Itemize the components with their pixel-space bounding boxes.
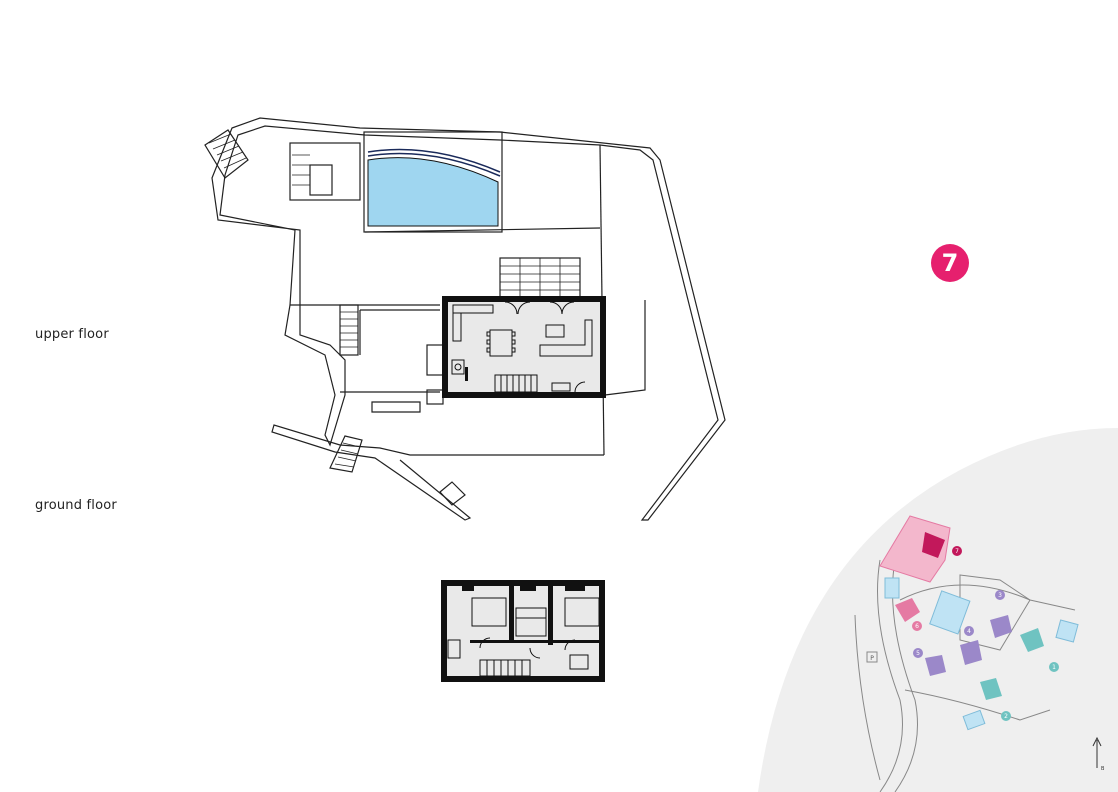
parking-symbol: P	[870, 655, 874, 662]
svg-text:7: 7	[955, 548, 959, 555]
pool-terrace	[363, 131, 503, 233]
svg-text:5: 5	[916, 650, 920, 657]
svg-text:6: 6	[915, 623, 919, 630]
villa-marker-1: 1	[1049, 662, 1059, 672]
villa-7-roof	[922, 532, 945, 558]
villa-marker-4: 4	[964, 626, 974, 636]
villa-marker-5: 5	[913, 648, 923, 658]
ground-floor-plan	[441, 580, 605, 682]
upper-floor-label: upper floor	[35, 327, 109, 342]
upper-annex	[289, 142, 361, 201]
villa-marker-6: 6	[912, 621, 922, 631]
swimming-pool	[367, 157, 499, 227]
stair-top-left	[204, 129, 249, 179]
ground-floor-label: ground floor	[35, 498, 117, 513]
villa-number-badge: 7	[931, 244, 969, 282]
villa-marker-2: 2	[1001, 711, 1011, 721]
villa-roofs	[895, 598, 1044, 700]
north-arrow-icon	[1092, 736, 1102, 768]
svg-text:3: 3	[998, 592, 1002, 599]
villa-7-area	[879, 515, 951, 583]
north-label: B	[1101, 766, 1105, 772]
svg-text:2: 2	[1004, 713, 1008, 720]
site-outline	[211, 117, 726, 521]
svg-text:1: 1	[1052, 664, 1056, 671]
villa-marker-3: 3	[995, 590, 1005, 600]
upper-floor-plan	[442, 296, 606, 398]
villa-marker-7: 7	[952, 546, 962, 556]
svg-text:4: 4	[967, 628, 971, 635]
